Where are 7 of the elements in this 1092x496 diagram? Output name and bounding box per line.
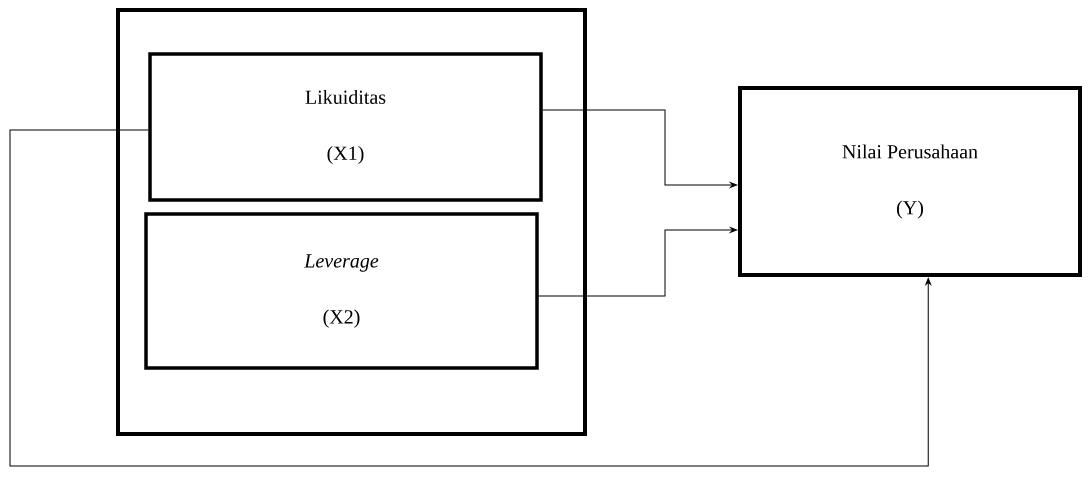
variable-box: Nilai Perusahaan (Y) [738, 86, 1082, 277]
arrow [538, 227, 738, 297]
arrow [9, 129, 932, 467]
variable-box: Likuiditas (X1) [148, 52, 543, 202]
variable-box: Leverage (X2) [144, 212, 539, 370]
arrow [542, 109, 738, 188]
group-box [116, 8, 587, 436]
